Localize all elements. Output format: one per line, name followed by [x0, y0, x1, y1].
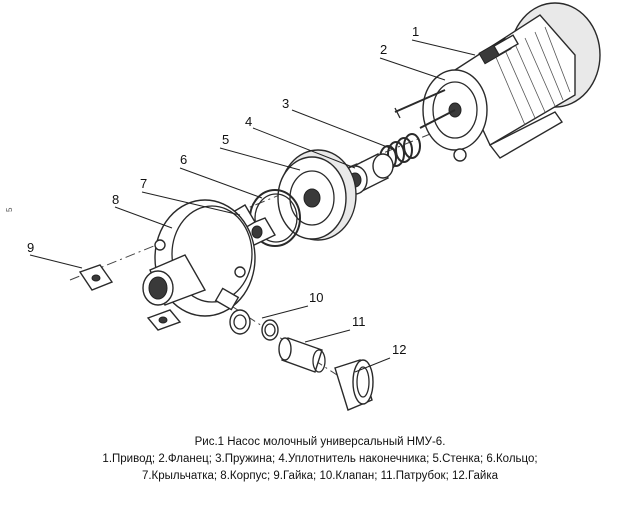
callout-6: 6 [180, 152, 187, 167]
callout-10: 10 [309, 290, 323, 305]
callout-8: 8 [112, 192, 119, 207]
main-axis-line [69, 129, 441, 281]
callout-4: 4 [245, 114, 252, 129]
figure-caption: Рис.1 Насос молочный универсальный НМУ-6… [0, 434, 640, 485]
figure-title: Рис.1 Насос молочный универсальный НМУ-6… [194, 436, 446, 448]
callout-leaders [29, 39, 476, 373]
valve [229, 309, 279, 341]
exploded-pump-drawing: 1 2 3 4 5 6 7 8 9 10 11 12 5 [5, 2, 601, 411]
side-mark: 5 [5, 207, 14, 212]
callout-9: 9 [27, 240, 34, 255]
nut-9 [78, 264, 114, 291]
callout-1: 1 [412, 24, 419, 39]
legend-line-1: 1.Привод; 2.Фланец; 3.Пружина; 4.Уплотни… [102, 453, 538, 465]
callout-7: 7 [140, 176, 147, 191]
callout-3: 3 [282, 96, 289, 111]
callout-12: 12 [392, 342, 406, 357]
outlet-pipe [278, 337, 326, 373]
callout-11: 11 [352, 314, 366, 329]
legend-line-2: 7.Крыльчатка; 8.Корпус; 9.Гайка; 10.Клап… [141, 470, 499, 482]
nut-12 [334, 359, 374, 411]
motor-drive [394, 2, 601, 162]
pump-housing [142, 199, 256, 331]
callout-2: 2 [380, 42, 387, 57]
callout-5: 5 [222, 132, 229, 147]
